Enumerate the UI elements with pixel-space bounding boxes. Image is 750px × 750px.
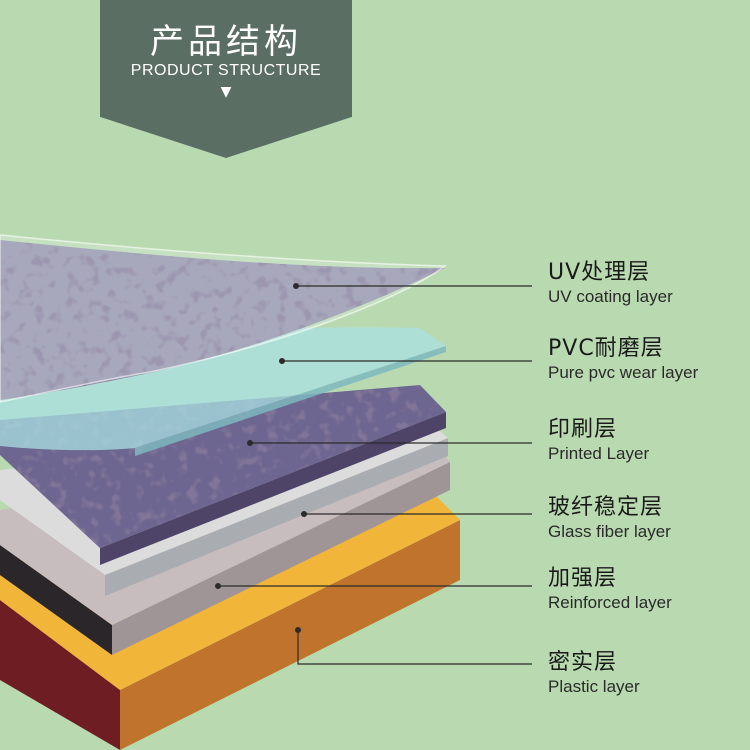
leader-lines	[218, 285, 532, 665]
banner-title: 产品结构	[150, 22, 302, 62]
layer-label-uv: UV处理层 UV coating layer	[548, 260, 673, 308]
glass-fiber-layer-front	[105, 438, 448, 596]
leader-dot-plastic	[295, 627, 301, 633]
plastic-layer-side	[0, 600, 120, 750]
layer-name-cn: 印刷层	[548, 417, 618, 442]
layer-name-en: Reinforced layer	[548, 593, 672, 612]
leader-dot-printed	[247, 440, 253, 446]
layer-label-pvc: PVC耐磨层 Pure pvc wear layer	[548, 336, 698, 384]
leader-dots	[215, 283, 307, 633]
printed-layer-front	[100, 412, 446, 565]
curled-sheet-texture	[0, 240, 445, 400]
plastic-layer-front	[120, 520, 460, 750]
reinforced-layer-side	[0, 545, 112, 655]
layer-name-cn: UV处理层	[548, 260, 651, 285]
curled-printed-sheet	[0, 240, 445, 400]
chevron-down-icon: ▼	[220, 84, 232, 100]
layer-label-reinforced: 加强层 Reinforced layer	[548, 566, 672, 614]
leader-line-plastic	[297, 630, 532, 665]
banner-subtitle: PRODUCT STRUCTURE	[130, 62, 322, 79]
layer-name-en: Plastic layer	[548, 677, 640, 696]
layer-label-printed: 印刷层 Printed Layer	[548, 417, 649, 465]
layer-label-plastic: 密实层 Plastic layer	[548, 650, 640, 698]
pvc-wear-layer-edge	[135, 346, 446, 456]
layer-name-cn: 密实层	[548, 650, 618, 675]
layer-name-en: Printed Layer	[548, 444, 650, 463]
leader-dot-uv	[293, 283, 299, 289]
leader-dot-glass-fiber	[301, 511, 307, 517]
uv-coating-film	[0, 234, 448, 403]
layer-name-cn: 加强层	[548, 566, 618, 591]
leader-dot-pvc	[279, 358, 285, 364]
layer-name-en: Pure pvc wear layer	[548, 363, 699, 382]
leader-dot-reinforced	[215, 583, 221, 589]
layer-name-cn: 玻纤稳定层	[548, 495, 664, 520]
layer-name-en: UV coating layer	[548, 287, 673, 306]
layer-name-cn: PVC耐磨层	[548, 336, 664, 361]
layer-name-en: Glass fiber layer	[548, 522, 671, 541]
layer-label-glass-fiber: 玻纤稳定层 Glass fiber layer	[548, 495, 671, 543]
reinforced-layer-front	[112, 462, 450, 655]
